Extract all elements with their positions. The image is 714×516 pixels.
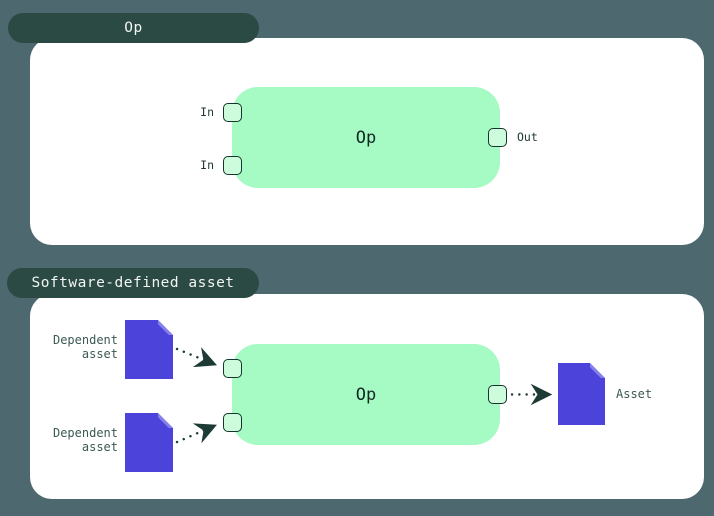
output-port bbox=[488, 128, 507, 147]
sda-panel-tab-label: Software-defined asset bbox=[31, 275, 235, 291]
dependency-arrow-1 bbox=[175, 347, 218, 368]
sda-output-port bbox=[488, 385, 507, 404]
op-node: Op bbox=[232, 87, 500, 188]
input-port-2 bbox=[223, 156, 242, 175]
sda-op-node-label: Op bbox=[355, 384, 377, 405]
op-node-label: Op bbox=[355, 127, 377, 148]
sda-input-port-2 bbox=[223, 413, 242, 432]
op-panel-card: Op In In Out bbox=[30, 38, 704, 245]
input-label-2: In bbox=[200, 158, 214, 172]
dependent-asset-doc-1 bbox=[125, 320, 173, 379]
dependent-asset-label-1: Dependent asset bbox=[52, 333, 118, 361]
asset-label: Asset bbox=[616, 387, 653, 401]
sda-op-node: Op bbox=[232, 344, 500, 445]
input-port-1 bbox=[223, 103, 242, 122]
input-label-1: In bbox=[200, 105, 214, 119]
op-panel-tab-label: Op bbox=[124, 20, 143, 36]
op-panel-tab: Op bbox=[8, 13, 259, 43]
dependency-arrow-2 bbox=[175, 423, 217, 444]
dependent-asset-doc-2 bbox=[125, 413, 173, 472]
dependent-asset-label-2: Dependent asset bbox=[52, 426, 118, 454]
output-label: Out bbox=[517, 130, 538, 144]
dependency-arrows bbox=[175, 347, 553, 444]
sda-panel-card: Dependent asset Dependent asset Op Asset bbox=[30, 294, 704, 499]
sda-panel-tab: Software-defined asset bbox=[7, 268, 259, 298]
sda-input-port-1 bbox=[223, 359, 242, 378]
